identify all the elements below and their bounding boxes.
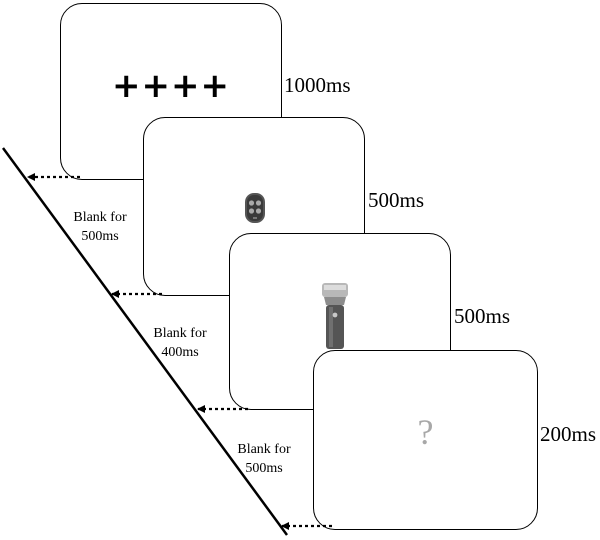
fixation-cross: ++++ bbox=[112, 66, 230, 106]
duration-label: 1000ms bbox=[284, 73, 351, 97]
question-screen: ? bbox=[313, 350, 538, 530]
blank-label-duration: 400ms bbox=[161, 345, 199, 360]
question-mark: ? bbox=[417, 412, 434, 452]
blank-interval-label: Blank for 500ms bbox=[60, 208, 140, 246]
blank-label-duration: 500ms bbox=[81, 229, 119, 244]
time-axis-line bbox=[1, 147, 289, 536]
blank-label-duration: 500ms bbox=[245, 461, 283, 476]
blank-interval-label: Blank for 500ms bbox=[224, 440, 304, 478]
duration-label: 200ms bbox=[540, 422, 597, 446]
remote-control-image bbox=[245, 193, 265, 223]
blank-label-line: Blank for bbox=[237, 442, 291, 457]
duration-label: 500ms bbox=[454, 304, 511, 328]
blank-interval-label: Blank for 400ms bbox=[140, 324, 220, 362]
flashlight-image bbox=[322, 283, 348, 349]
blank-label-line: Blank for bbox=[73, 210, 127, 225]
duration-label: 500ms bbox=[368, 188, 425, 212]
blank-label-line: Blank for bbox=[153, 326, 207, 341]
